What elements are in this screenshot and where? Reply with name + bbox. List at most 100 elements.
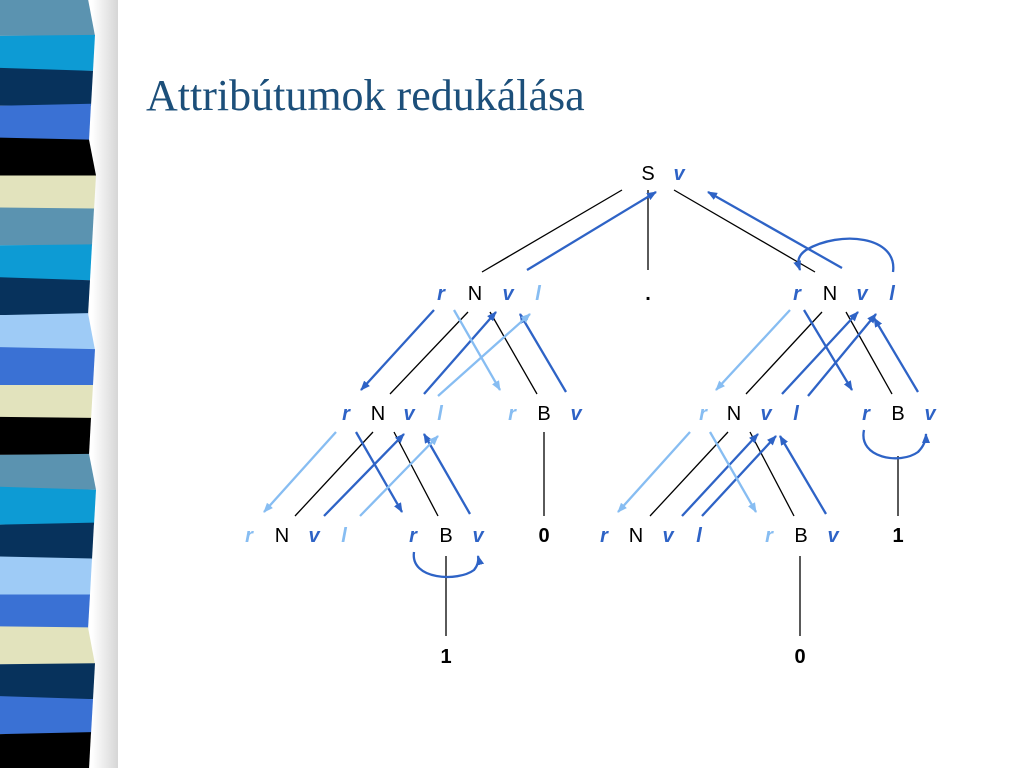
arrow-v-b3e-to-n2c xyxy=(779,435,827,515)
node-nleft-attr-v: v xyxy=(502,283,515,305)
arrow-light-nright-to-n2c xyxy=(715,309,791,391)
dependency-arrows-light xyxy=(263,309,791,517)
arrow-v-n2a-to-nleft xyxy=(423,311,497,395)
node-nleft-attr-r: r xyxy=(437,283,446,305)
stripe-band xyxy=(0,486,96,525)
stripe-band xyxy=(0,34,95,71)
arrow-r-to-v-b2d-loop xyxy=(862,429,930,460)
stripe-band xyxy=(0,347,95,385)
stripe-band xyxy=(0,175,96,211)
stripe-band xyxy=(0,696,93,735)
node-s-attr-v: v xyxy=(673,163,686,185)
node-nright-attr-l: l xyxy=(889,283,895,305)
node-b2b-attr-r: r xyxy=(508,403,517,425)
node-n3a-attr-r: r xyxy=(245,525,254,547)
node-n2a-attr-r: r xyxy=(342,403,351,425)
arrow-light-b2b-to-nleft xyxy=(437,313,531,397)
slide-title: Attribútumok redukálása xyxy=(146,71,585,120)
arrow-v-n2c-to-nright xyxy=(781,311,859,395)
edge-n2a-b3b xyxy=(393,431,439,517)
stripe-band xyxy=(0,137,96,176)
node-nleft-attr-l: l xyxy=(535,283,541,305)
node-n3a-attr-l: l xyxy=(341,525,347,547)
arrow-r-to-v-b3b-loop xyxy=(412,551,485,579)
stripe-band xyxy=(0,0,95,36)
node-n2a-attr-v: v xyxy=(403,403,416,425)
dependency-arrows-dark xyxy=(323,190,930,579)
stripe-band xyxy=(0,67,93,106)
arrow-v-b2b-to-nleft xyxy=(519,313,567,393)
arrow-v-nright-to-s xyxy=(707,190,843,270)
node-b2b-symbol: B xyxy=(537,403,550,425)
arrow-l-b3e-to-n2c xyxy=(701,435,777,517)
edge-s-nright xyxy=(673,189,816,273)
edge-nr-n2c xyxy=(745,311,823,395)
node-s-symbol: S xyxy=(641,163,654,185)
node-nleft-symbol: N xyxy=(468,283,482,305)
stripe-band xyxy=(0,522,94,560)
stripe-band xyxy=(0,556,92,595)
arrow-r-nleft-to-n2a xyxy=(360,309,435,391)
stripe-band xyxy=(0,453,96,490)
node-b3b-attr-v: v xyxy=(472,525,485,547)
node-n2c-attr-r: r xyxy=(699,403,708,425)
tree-edges xyxy=(294,189,899,636)
stripe-band xyxy=(0,594,90,630)
node-n3d-attr-l: l xyxy=(696,525,702,547)
node-dot-symbol: . xyxy=(645,283,651,305)
stripe-band xyxy=(0,103,91,141)
edge-s-nleft xyxy=(481,189,623,273)
stripe-band xyxy=(0,626,95,665)
arrow-light-n2c-to-b3e xyxy=(709,431,757,513)
arrow-v-b3b-to-n2a xyxy=(423,433,471,515)
edge-nr-b2d xyxy=(845,311,893,395)
node-n2c-attr-v: v xyxy=(760,403,773,425)
node-b2d-attr-r: r xyxy=(862,403,871,425)
node-n3d-attr-r: r xyxy=(600,525,609,547)
arrow-l-b2d-to-nright xyxy=(807,313,877,397)
stripe-band xyxy=(0,244,92,281)
node-nright-attr-v: v xyxy=(856,283,869,305)
edge-nl-b2b xyxy=(489,311,538,395)
arrow-v-n3a-to-n2a xyxy=(323,433,405,517)
node-b2b-attr-v: v xyxy=(570,403,583,425)
node-zero-a: 0 xyxy=(538,525,549,547)
node-b2d-attr-v: v xyxy=(924,403,937,425)
arrow-r-n2a-to-b3b xyxy=(355,431,403,513)
arrow-v-n3d-to-n2c xyxy=(681,433,759,517)
stripe-band xyxy=(0,663,95,700)
node-n3a-attr-v: v xyxy=(308,525,321,547)
node-n3d-symbol: N xyxy=(629,525,643,547)
arrow-light-b3b-to-n2a xyxy=(359,435,439,517)
node-one-a: 1 xyxy=(892,525,903,547)
stripe-band xyxy=(0,416,91,455)
node-zero-b: 0 xyxy=(794,646,805,668)
node-n3d-attr-v: v xyxy=(662,525,675,547)
edge-n2c-b3e xyxy=(749,431,795,517)
node-n2a-attr-l: l xyxy=(437,403,443,425)
stripe-band xyxy=(0,732,91,768)
node-b2d-symbol: B xyxy=(891,403,904,425)
node-n2a-symbol: N xyxy=(371,403,385,425)
node-b3e-attr-v: v xyxy=(827,525,840,547)
edge-n2a-n3a xyxy=(294,431,374,517)
arrow-r-nright-to-b2d xyxy=(803,309,853,391)
node-n2c-attr-l: l xyxy=(793,403,799,425)
edge-nl-n2a xyxy=(389,311,469,395)
node-nright-symbol: N xyxy=(823,283,837,305)
decorative-stripe-bar xyxy=(0,0,118,768)
arrow-light-n2c-to-n3d xyxy=(617,431,691,513)
node-b3b-symbol: B xyxy=(439,525,452,547)
arrow-v-nleft-to-s xyxy=(526,191,657,271)
node-n3a-symbol: N xyxy=(275,525,289,547)
edge-n2c-n3d xyxy=(649,431,729,517)
stripe-band xyxy=(0,277,90,316)
stripe-band xyxy=(0,313,95,351)
stripe-shadow xyxy=(92,0,118,768)
node-n2c-symbol: N xyxy=(727,403,741,425)
arrow-l-to-r-nright-loop xyxy=(793,237,895,273)
node-b3e-attr-r: r xyxy=(765,525,774,547)
stripe-band xyxy=(0,207,94,246)
arrow-v-b2d-to-nright xyxy=(873,317,919,393)
arrow-light-n2a-to-n3a xyxy=(263,431,337,513)
